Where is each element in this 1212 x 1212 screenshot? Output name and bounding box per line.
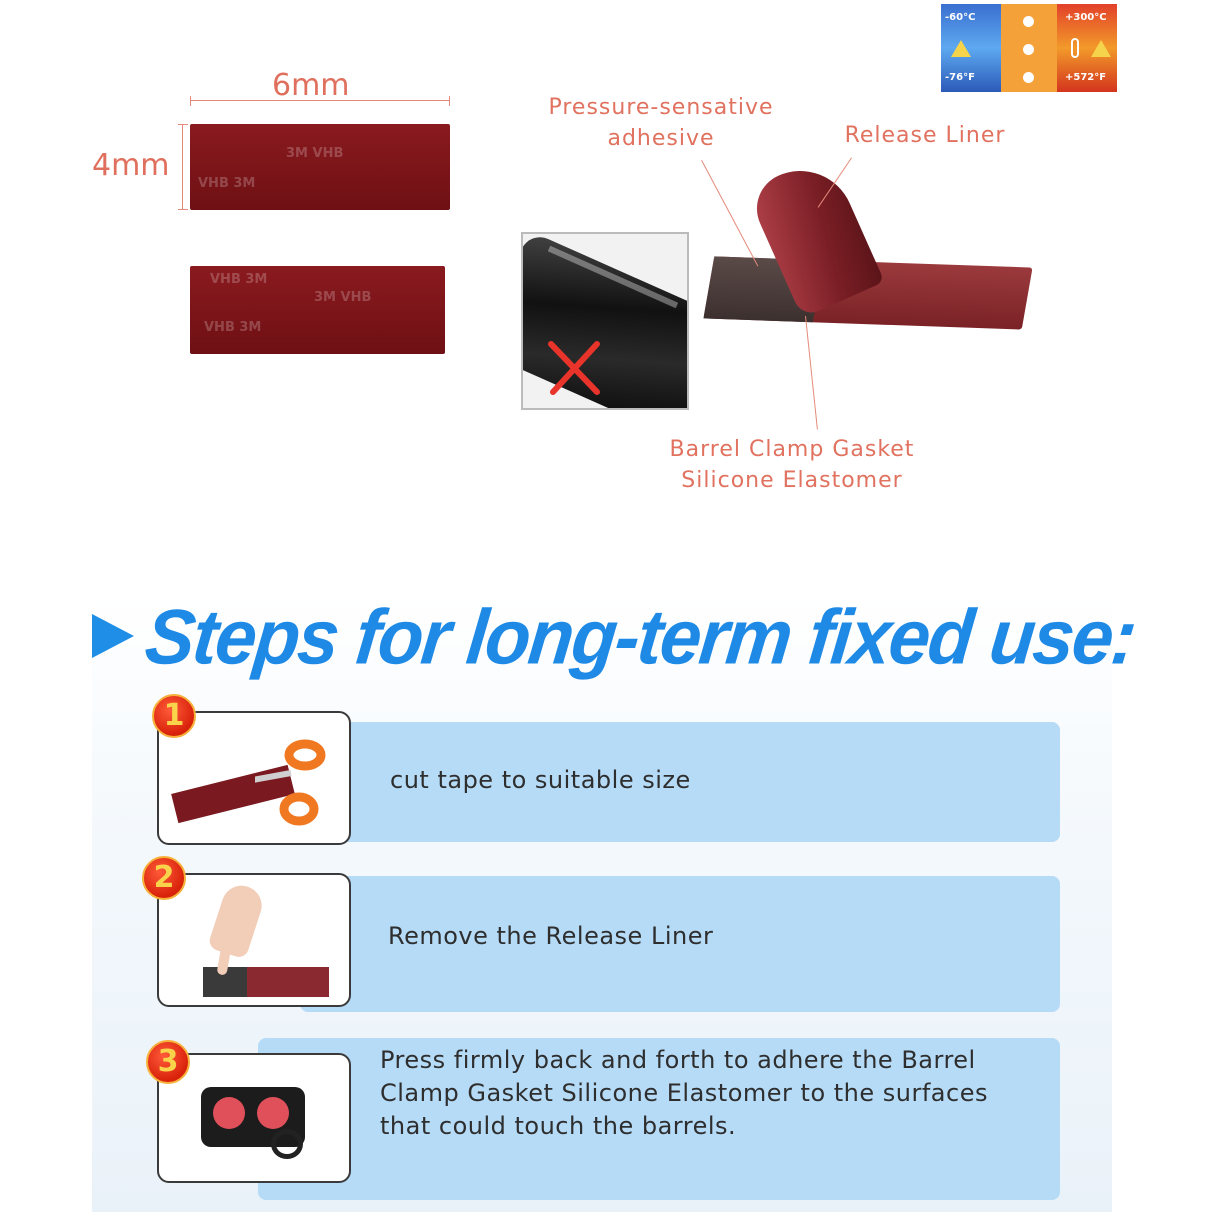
thermometer-icon bbox=[1071, 38, 1079, 58]
temp-high-fahrenheit: +572°F bbox=[1065, 72, 1107, 83]
step-number-badge: 3 bbox=[146, 1040, 190, 1084]
tape-print: VHB 3M bbox=[210, 272, 268, 287]
tape-sample-bottom: VHB 3M 3M VHB VHB 3M bbox=[190, 266, 445, 354]
tape-print: VHB 3M bbox=[198, 176, 256, 191]
scissors-icon bbox=[224, 733, 326, 826]
step-text: Remove the Release Liner bbox=[388, 922, 714, 950]
tape-print: 3M VHB bbox=[314, 290, 372, 305]
step-band bbox=[300, 722, 1060, 842]
leader-line-gasket bbox=[805, 316, 818, 430]
hand-icon bbox=[207, 880, 267, 960]
step-band bbox=[300, 876, 1060, 1012]
tape-sample-top: 3M VHB VHB 3M bbox=[190, 124, 450, 210]
width-dimension-line bbox=[190, 96, 450, 106]
leader-line-psa bbox=[701, 160, 759, 267]
width-label: 6mm bbox=[272, 68, 350, 103]
step-image-frame bbox=[157, 1053, 351, 1183]
x-mark-icon bbox=[548, 341, 600, 395]
step-image-frame bbox=[157, 873, 351, 1007]
callout-gasket: Barrel Clamp Gasket Silicone Elastomer bbox=[669, 437, 915, 493]
temp-low-fahrenheit: -76°F bbox=[945, 72, 975, 83]
callout-pressure-adhesive: Pressure-sensative adhesive bbox=[548, 95, 774, 151]
barrel-wrong-example bbox=[521, 232, 689, 410]
callout-release-liner: Release Liner bbox=[844, 123, 1006, 148]
temp-low-celsius: -60°C bbox=[945, 12, 976, 23]
warning-icon bbox=[1091, 40, 1111, 57]
temperature-range-badge: -60°C -76°F +300°C +572°F bbox=[941, 4, 1117, 92]
step-number-badge: 1 bbox=[152, 694, 196, 738]
step-text: Press firmly back and forth to adhere th… bbox=[380, 1046, 988, 1140]
step-number-badge: 2 bbox=[142, 856, 186, 900]
step-text: cut tape to suitable size bbox=[390, 766, 691, 794]
height-label: 4mm bbox=[92, 148, 170, 183]
barrel-clamp-image bbox=[201, 1077, 305, 1161]
height-dimension-line bbox=[178, 124, 188, 210]
tape-print: 3M VHB bbox=[286, 146, 344, 161]
step-image-frame bbox=[157, 711, 351, 845]
temp-high-celsius: +300°C bbox=[1065, 12, 1107, 23]
arrow-right-icon bbox=[92, 614, 134, 658]
warning-icon bbox=[951, 40, 971, 57]
step-band bbox=[258, 1038, 1060, 1200]
steps-heading: Steps for long-term fixed use: bbox=[141, 592, 1140, 681]
tape-print: VHB 3M bbox=[204, 320, 262, 335]
